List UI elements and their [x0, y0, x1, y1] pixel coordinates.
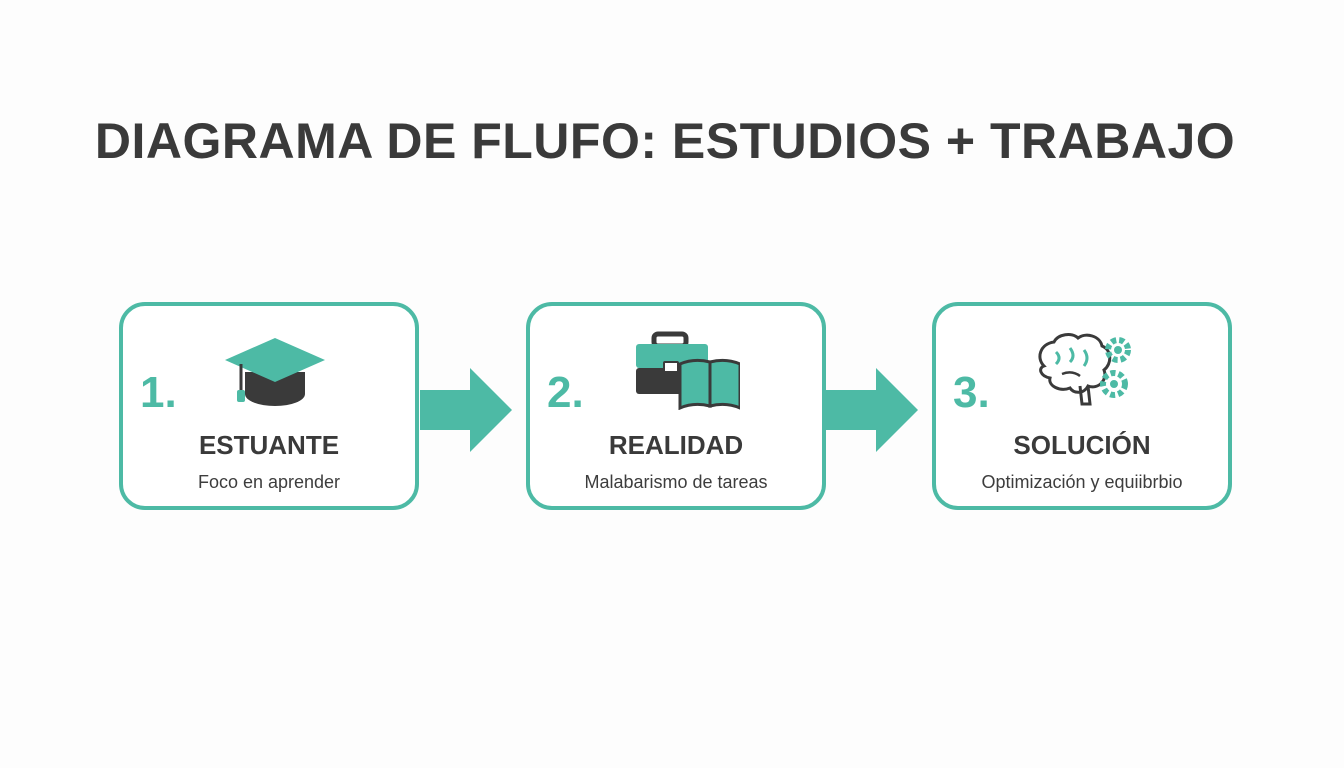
step-number: 1. — [140, 368, 177, 417]
step-heading: ESTUANTE — [198, 430, 340, 460]
step-heading: SOLUCIÓN — [1013, 430, 1151, 460]
briefcase-book-icon — [636, 331, 740, 410]
step-heading: REALIDAD — [608, 430, 744, 460]
step-box-solucion: 3. SOLUCIÓN Optimización y equiibrbio — [932, 302, 1232, 510]
step-subtitle: Malabarismo de tareas — [584, 472, 768, 492]
step-subtitle: Optimización y equiibrbio — [981, 472, 1183, 492]
graduation-cap-icon — [225, 338, 325, 406]
step-number: 2. — [547, 368, 584, 417]
step-number: 3. — [953, 368, 990, 417]
step-box-estudiante: 1. ESTUANTE Foco en aprender — [119, 302, 419, 510]
arrow-right-icon — [826, 368, 918, 452]
brain-gears-icon — [1038, 333, 1131, 406]
diagram-title: DIAGRAMA DE FLUFO: ESTUDIOS + TRABAJO — [94, 113, 1236, 169]
step-box-realidad: 2. REALIDAD Malabarismo de tareas — [526, 302, 826, 510]
arrow-right-icon — [420, 368, 512, 452]
step-subtitle: Foco en aprender — [197, 472, 341, 492]
